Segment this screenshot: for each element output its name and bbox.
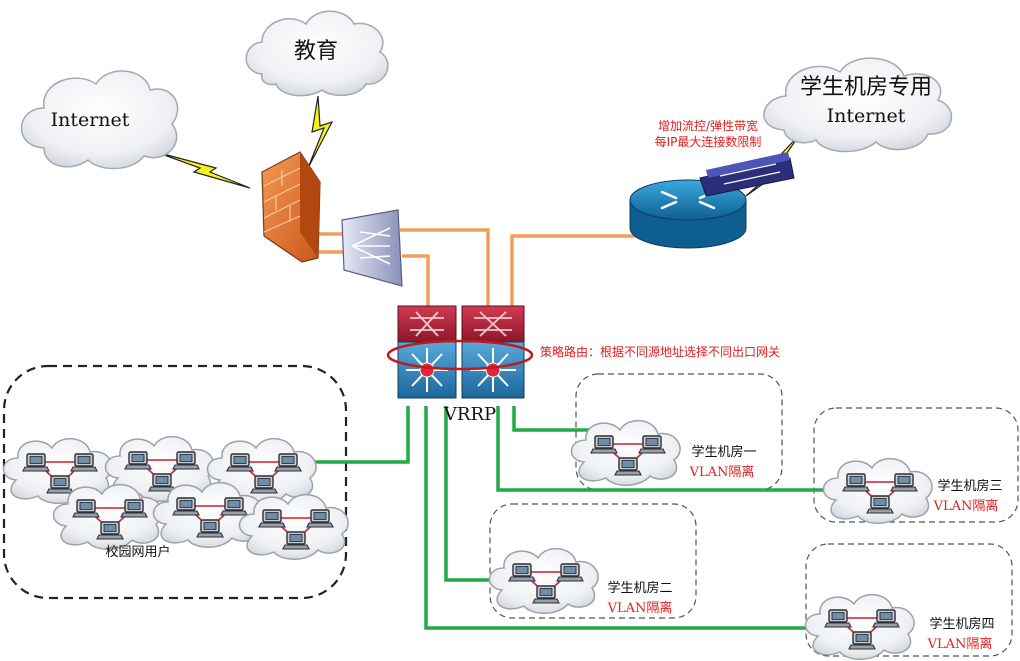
lab-internet-title: 学生机房专用 [800,75,932,100]
core-switch-right-icon [461,305,525,399]
lab-1-cluster [571,421,680,486]
lab-1-name: 学生机房一 [691,444,756,460]
router-icon [629,179,747,249]
router-note-line2: 每IP最大连接数限制 [655,134,762,149]
campus-pc-clusters [3,437,348,560]
internet-left-cloud [20,70,179,170]
lab-1-vlan: VLAN隔离 [689,464,755,480]
campus-users-label: 校园网用户 [105,544,170,560]
lab-3-area [813,407,1019,523]
lab-2-cluster [489,549,598,614]
lab-2-vlan: VLAN隔离 [607,600,673,616]
router-note-line1: 增加流控/弹性带宽 [658,118,758,133]
lab-3-vlan: VLAN隔离 [933,498,999,514]
lab-4-vlan: VLAN隔离 [927,636,993,652]
lab-2-name: 学生机房二 [607,580,672,596]
load-balancer-icon [341,209,403,287]
education-label: 教育 [294,39,338,64]
lab-4-name: 学生机房四 [929,616,994,632]
campus-cluster-6 [239,495,348,560]
lightning-education-icon [307,95,334,169]
lab-4-cluster [805,595,914,660]
education-cloud [245,10,389,97]
lab-2-area [489,503,697,619]
firewall-icon [261,151,321,263]
campus-users-area [2,364,348,600]
policy-routing-note: 策略路由：根据不同源地址选择不同出口网关 [540,344,780,359]
lab-3-name: 学生机房三 [937,478,1002,494]
core-switch-left-icon [397,305,457,399]
lab-4-area [805,543,1013,657]
uplink-lines [318,228,636,312]
flow-control-icon [699,152,795,197]
vrrp-label: VRRP [443,404,496,425]
lab-internet-sub: Internet [827,105,906,127]
lightning-left-icon [155,151,251,189]
lab-internet-cloud [763,57,953,153]
vrrp-group-ring [386,339,534,371]
lab-3-cluster [823,459,932,524]
internet-left-label: Internet [51,109,130,131]
